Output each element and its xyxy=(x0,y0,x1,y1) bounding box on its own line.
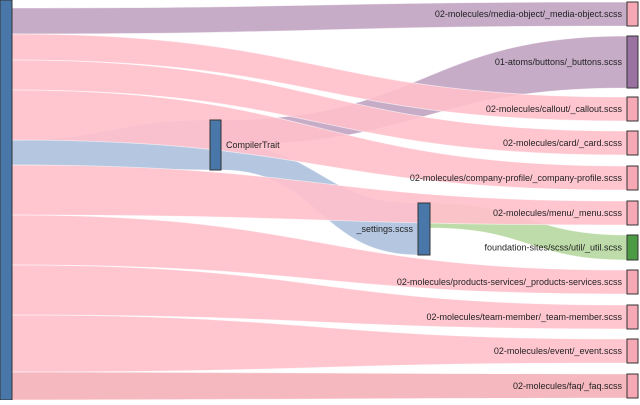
node-card[interactable] xyxy=(626,130,639,156)
node-company[interactable] xyxy=(626,165,639,191)
node-label-team: 02-molecules/team-member/_team-member.sc… xyxy=(426,312,622,322)
node-menu[interactable] xyxy=(626,200,639,226)
node-label-menu: 02-molecules/menu/_menu.scss xyxy=(493,208,623,218)
node-root[interactable] xyxy=(0,0,13,401)
node-label-callout: 02-molecules/callout/_callout.scss xyxy=(486,104,623,114)
node-label-buttons: 01-atoms/buttons/_buttons.scss xyxy=(495,57,623,67)
node-labels: CompilerTrait _settings.scss 02-molecules/… xyxy=(226,9,622,391)
node-label-util: foundation-sites/scss/util/_util.scss xyxy=(484,243,622,253)
node-faq[interactable] xyxy=(626,373,639,399)
node-media[interactable] xyxy=(626,1,639,27)
node-callout[interactable] xyxy=(626,96,639,122)
node-label-card: 02-molecules/card/_card.scss xyxy=(503,138,623,148)
node-buttons[interactable] xyxy=(626,35,639,89)
node-label-compiler: CompilerTrait xyxy=(226,140,280,150)
node-event[interactable] xyxy=(626,338,639,364)
node-label-products: 02-molecules/products-services/_products… xyxy=(397,277,623,287)
node-label-media: 02-molecules/media-object/_media-object.… xyxy=(435,9,623,19)
flow-links xyxy=(11,1,628,401)
node-label-event: 02-molecules/event/_event.scss xyxy=(494,346,623,356)
node-label-faq: 02-molecules/faq/_faq.scss xyxy=(513,381,623,391)
node-products[interactable] xyxy=(626,269,639,295)
node-settings[interactable] xyxy=(417,202,431,256)
node-label-company: 02-molecules/company-profile/_company-pr… xyxy=(410,173,623,183)
node-team[interactable] xyxy=(626,304,639,330)
node-label-settings: _settings.scss xyxy=(355,224,413,234)
node-compiler[interactable] xyxy=(209,119,222,171)
node-util[interactable] xyxy=(626,234,639,261)
